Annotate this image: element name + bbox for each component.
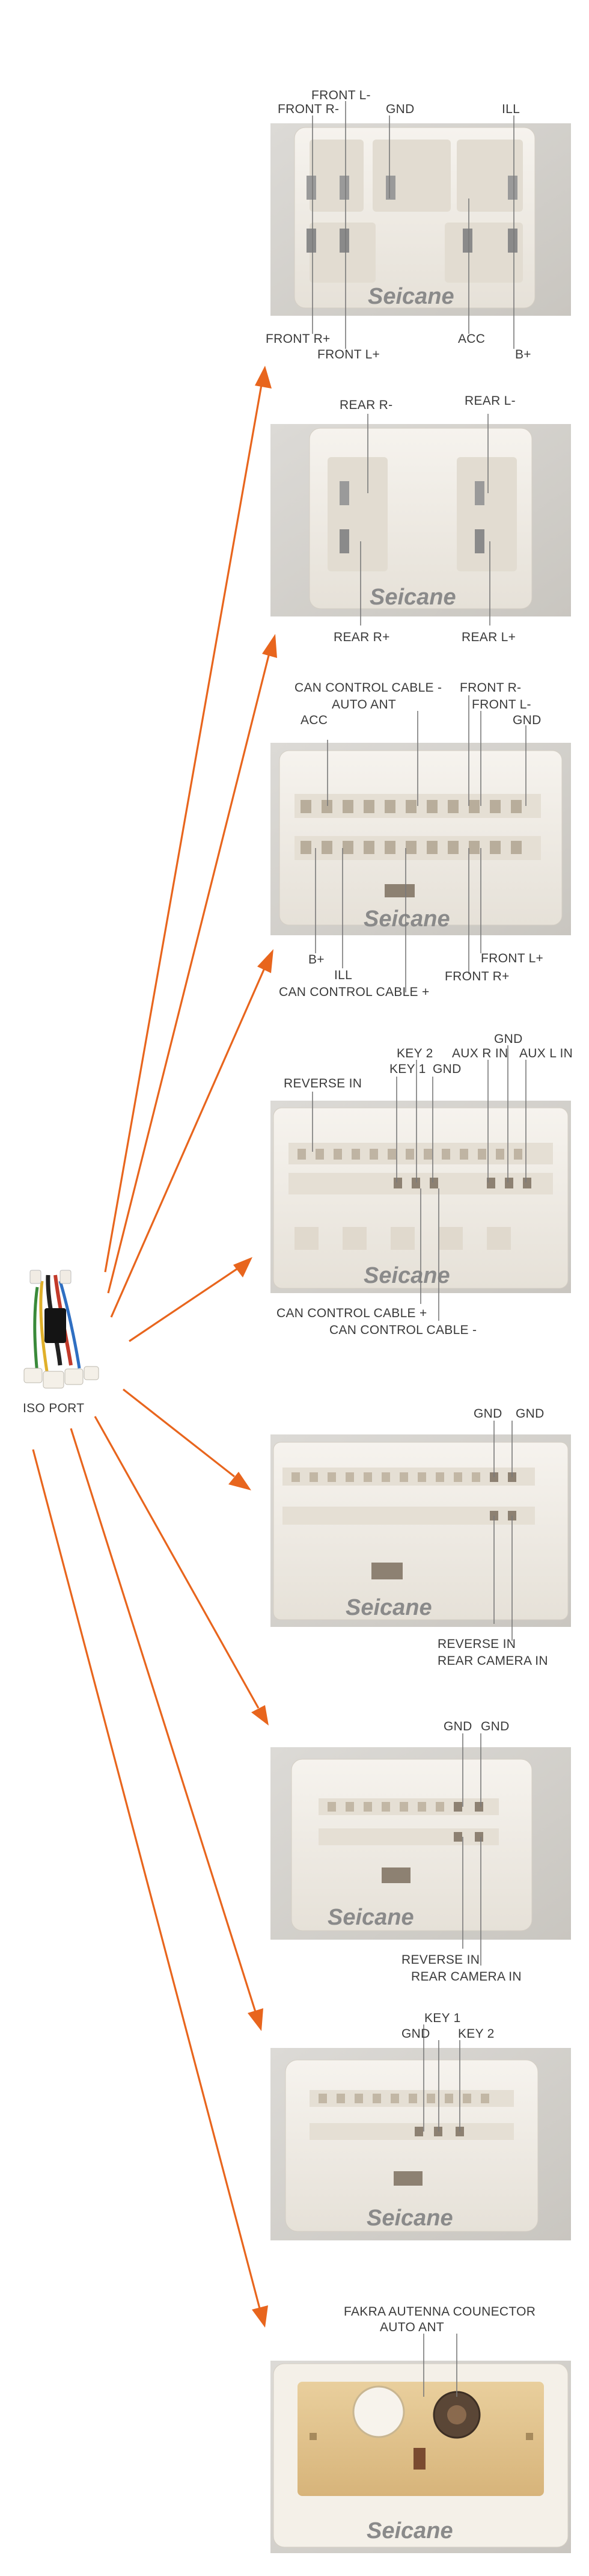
connector-1-bottom-label: FRONT R+ <box>266 332 331 346</box>
connector-4-top-label: AUX L IN <box>519 1047 573 1060</box>
connector-1-photo: Seicane <box>270 123 571 316</box>
connector-5: Seicane GND GND REVERSE IN REAR CAMERA I… <box>270 1407 571 1668</box>
iso-port-harness: ISO PORT <box>23 1270 99 1415</box>
connector-3-top-label: ACC <box>301 713 328 727</box>
connector-7-top-label: KEY 1 <box>424 2011 461 2025</box>
connector-7-top-label: GND <box>401 2027 430 2041</box>
connector-4-top-label: KEY 1 <box>389 1062 426 1076</box>
connector-6: Seicane GND GND REVERSE IN REAR CAMERA I… <box>270 1720 571 1984</box>
connector-2-top-label: REAR R- <box>340 398 392 412</box>
connector-1-bottom-label: B+ <box>515 348 531 361</box>
connector-6-watermark: Seicane <box>328 1905 414 1930</box>
harness-illustration <box>23 1270 99 1389</box>
iso-port-label: ISO PORT <box>23 1401 84 1415</box>
connector-8-top-label: AUTO ANT <box>380 2320 444 2334</box>
connector-4-top-label: GND <box>433 1062 462 1076</box>
connector-5-photo: Seicane <box>270 1434 571 1627</box>
arrow-to-connector-6 <box>94 1416 269 1726</box>
arrow-to-connector-5 <box>123 1388 251 1490</box>
connector-7-top-label: KEY 2 <box>458 2027 495 2041</box>
connector-3-bottom-label: ILL <box>334 968 352 982</box>
connector-8-top-label: FAKRA AUTENNA COUNECTOR <box>344 2305 536 2319</box>
connector-8: Seicane FAKRA AUTENNA COUNECTOR AUTO ANT <box>270 2305 571 2553</box>
arrows <box>32 366 277 2328</box>
connector-7: Seicane KEY 1 GND KEY 2 <box>270 2011 571 2240</box>
connector-3-top-label: GND <box>513 713 542 727</box>
arrow-to-connector-1 <box>104 366 272 1273</box>
connector-2-photo: Seicane <box>270 424 571 616</box>
connector-3-photo: Seicane <box>270 743 571 935</box>
connector-4-bottom-label: CAN CONTROL CABLE + <box>276 1306 427 1320</box>
connector-5-bottom-label: REAR CAMERA IN <box>438 1654 548 1668</box>
connector-1-bottom-label: FRONT L+ <box>317 348 380 361</box>
connector-4-top-label: AUX R IN <box>452 1047 508 1060</box>
connector-3-top-label: CAN CONTROL CABLE - <box>294 681 442 695</box>
connector-3-leaders <box>315 695 526 992</box>
connector-2: Seicane REAR R- REAR L- REAR R+ REAR L+ <box>270 394 571 644</box>
connector-1-leaders <box>312 101 514 349</box>
connector-4-top-label: REVERSE IN <box>284 1077 362 1090</box>
connector-7-leaders <box>423 2024 460 2132</box>
connector-6-photo: Seicane <box>270 1747 571 1940</box>
arrow-to-connector-4 <box>129 1257 252 1342</box>
connector-4-watermark: Seicane <box>364 1263 450 1288</box>
connector-1: Seicane FRONT L- FRONT R- GND ILL FRONT … <box>266 88 571 361</box>
connector-2-bottom-label: REAR R+ <box>334 630 390 644</box>
connector-1-bottom-label: ACC <box>458 332 485 346</box>
connector-1-top-label: GND <box>386 102 415 116</box>
connector-3-bottom-label: FRONT R+ <box>445 970 510 983</box>
connector-6-bottom-label: REAR CAMERA IN <box>411 1970 522 1984</box>
connector-1-top-label: FRONT L- <box>311 88 371 102</box>
connector-4-bottom-label: CAN CONTROL CABLE - <box>329 1323 477 1337</box>
connector-3-top-label: AUTO ANT <box>332 698 396 712</box>
connector-3-watermark: Seicane <box>364 906 450 932</box>
arrow-to-connector-7 <box>70 1428 263 2031</box>
connector-2-top-label: REAR L- <box>465 394 516 408</box>
connector-7-photo: Seicane <box>270 2048 571 2240</box>
connector-6-top-label: GND <box>481 1720 510 1733</box>
connector-3-top-label: FRONT L- <box>472 698 531 712</box>
connector-8-photo: Seicane <box>270 2361 571 2553</box>
connector-1-watermark: Seicane <box>368 284 454 309</box>
connector-5-top-label: GND <box>516 1407 545 1421</box>
arrow-to-connector-3 <box>110 949 273 1318</box>
connector-5-watermark: Seicane <box>346 1595 432 1620</box>
connector-2-leaders <box>360 414 490 626</box>
connector-6-bottom-label: REVERSE IN <box>401 1953 480 1967</box>
connector-3: Seicane CAN CONTROL CABLE - AUTO ANT ACC… <box>270 681 571 999</box>
connector-4-top-label: KEY 2 <box>397 1047 433 1060</box>
connector-3-bottom-label: FRONT L+ <box>481 951 543 965</box>
connector-2-bottom-label: REAR L+ <box>462 630 516 644</box>
arrow-to-connector-8 <box>32 1449 268 2328</box>
connector-5-bottom-label: REVERSE IN <box>438 1637 516 1651</box>
connector-3-top-label: FRONT R- <box>460 681 521 695</box>
connector-6-top-label: GND <box>444 1720 472 1733</box>
connector-5-top-label: GND <box>474 1407 502 1421</box>
connector-3-bottom-label: B+ <box>308 953 325 967</box>
connector-5-leaders <box>493 1421 513 1641</box>
connector-1-top-label: ILL <box>502 102 520 116</box>
connector-2-watermark: Seicane <box>370 585 456 610</box>
arrow-to-connector-2 <box>107 634 277 1294</box>
connector-1-top-label: FRONT R- <box>278 102 339 116</box>
connector-7-watermark: Seicane <box>367 2206 453 2231</box>
connector-3-bottom-label: CAN CONTROL CABLE + <box>279 985 430 999</box>
connector-8-leaders <box>423 2334 457 2397</box>
connector-4-leaders <box>312 1045 526 1321</box>
connector-6-leaders <box>462 1733 481 1966</box>
connector-8-watermark: Seicane <box>367 2518 453 2544</box>
connector-4: Seicane GND KEY 2 AUX R IN AUX L IN KEY … <box>270 1032 573 1337</box>
connector-4-top-label: GND <box>494 1032 523 1046</box>
